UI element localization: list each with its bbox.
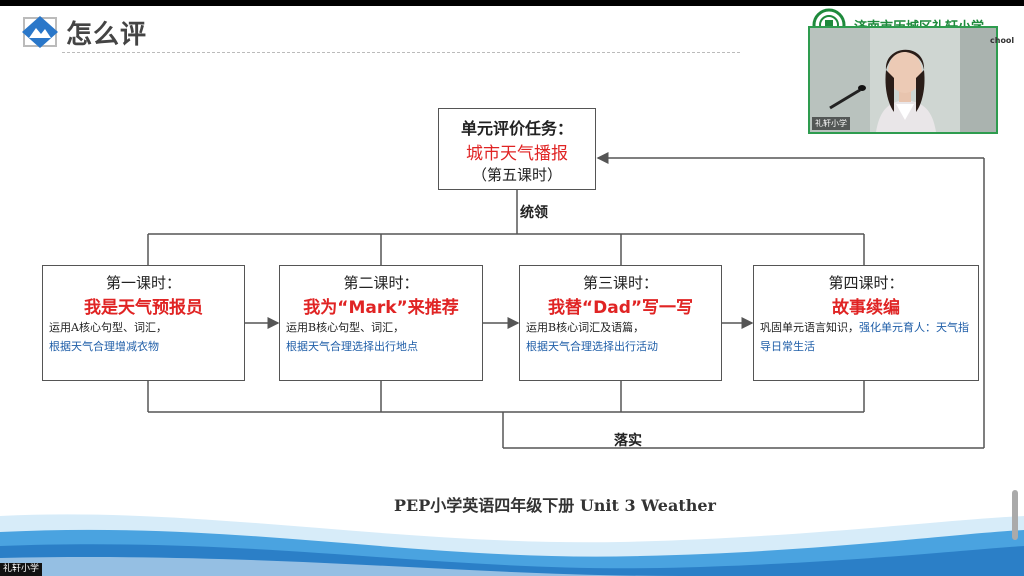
lesson-4-title: 第四课时： bbox=[828, 274, 904, 292]
unit-task-title: 单元评价任务： bbox=[460, 119, 573, 138]
label-lead: 统领 bbox=[520, 205, 548, 221]
lesson-4-note: 巩固单元语言知识，强化单元育人：天气指导日常生活 bbox=[760, 321, 969, 353]
footer-wave bbox=[0, 514, 1024, 576]
logo-mountain-icon bbox=[22, 16, 58, 48]
unit-task-name: 城市天气播报 bbox=[466, 144, 568, 164]
presenter-figure bbox=[810, 28, 996, 132]
lesson-2-name: 我为“Mark”来推荐 bbox=[303, 298, 459, 318]
lesson-1-note: 运用A核心句型、词汇，根据天气合理增减衣物 bbox=[49, 321, 167, 353]
app-name: 怎么评 bbox=[66, 19, 148, 50]
top-black-bar bbox=[0, 0, 1024, 6]
video-name-label: 礼轩小学 bbox=[812, 117, 850, 130]
label-implement: 落实 bbox=[614, 433, 642, 449]
unit-task-lesson: （第五课时） bbox=[471, 166, 562, 184]
lesson-2-note: 运用B核心句型、词汇，根据天气合理选择出行地点 bbox=[286, 321, 418, 353]
app-logo: 怎么评 bbox=[20, 14, 147, 50]
lesson-3-note: 运用B核心词汇及语篇，根据天气合理选择出行活动 bbox=[526, 321, 658, 353]
lesson-2-title: 第二课时： bbox=[343, 274, 419, 292]
lesson-3-title: 第三课时： bbox=[582, 274, 658, 292]
bottom-name-label: 礼轩小学 bbox=[0, 563, 43, 576]
vertical-scrollbar[interactable] bbox=[1012, 490, 1018, 540]
unit-task-box: 单元评价任务： 城市天气播报 （第五课时） bbox=[438, 108, 596, 190]
footer-title: PEP小学英语四年级下册 Unit 3 Weather bbox=[393, 496, 716, 515]
school-name-en: chool bbox=[990, 36, 1015, 45]
lesson-1-name: 我是天气预报员 bbox=[84, 298, 203, 318]
header-divider bbox=[62, 52, 740, 53]
lesson-4-name: 故事续编 bbox=[832, 298, 900, 318]
presenter-video[interactable]: 礼轩小学 bbox=[808, 26, 998, 134]
lesson-3-name: 我替“Dad”写一写 bbox=[547, 298, 694, 318]
lesson-1-title: 第一课时： bbox=[105, 274, 181, 292]
lesson-box-2: 第二课时： 我为“Mark”来推荐 运用B核心句型、词汇，根据天气合理选择出行地… bbox=[279, 265, 483, 381]
lesson-box-4: 第四课时： 故事续编 巩固单元语言知识，强化单元育人：天气指导日常生活 bbox=[753, 265, 979, 381]
lesson-box-3: 第三课时： 我替“Dad”写一写 运用B核心词汇及语篇，根据天气合理选择出行活动 bbox=[519, 265, 722, 381]
lesson-box-1: 第一课时： 我是天气预报员 运用A核心句型、词汇，根据天气合理增减衣物 bbox=[42, 265, 245, 381]
